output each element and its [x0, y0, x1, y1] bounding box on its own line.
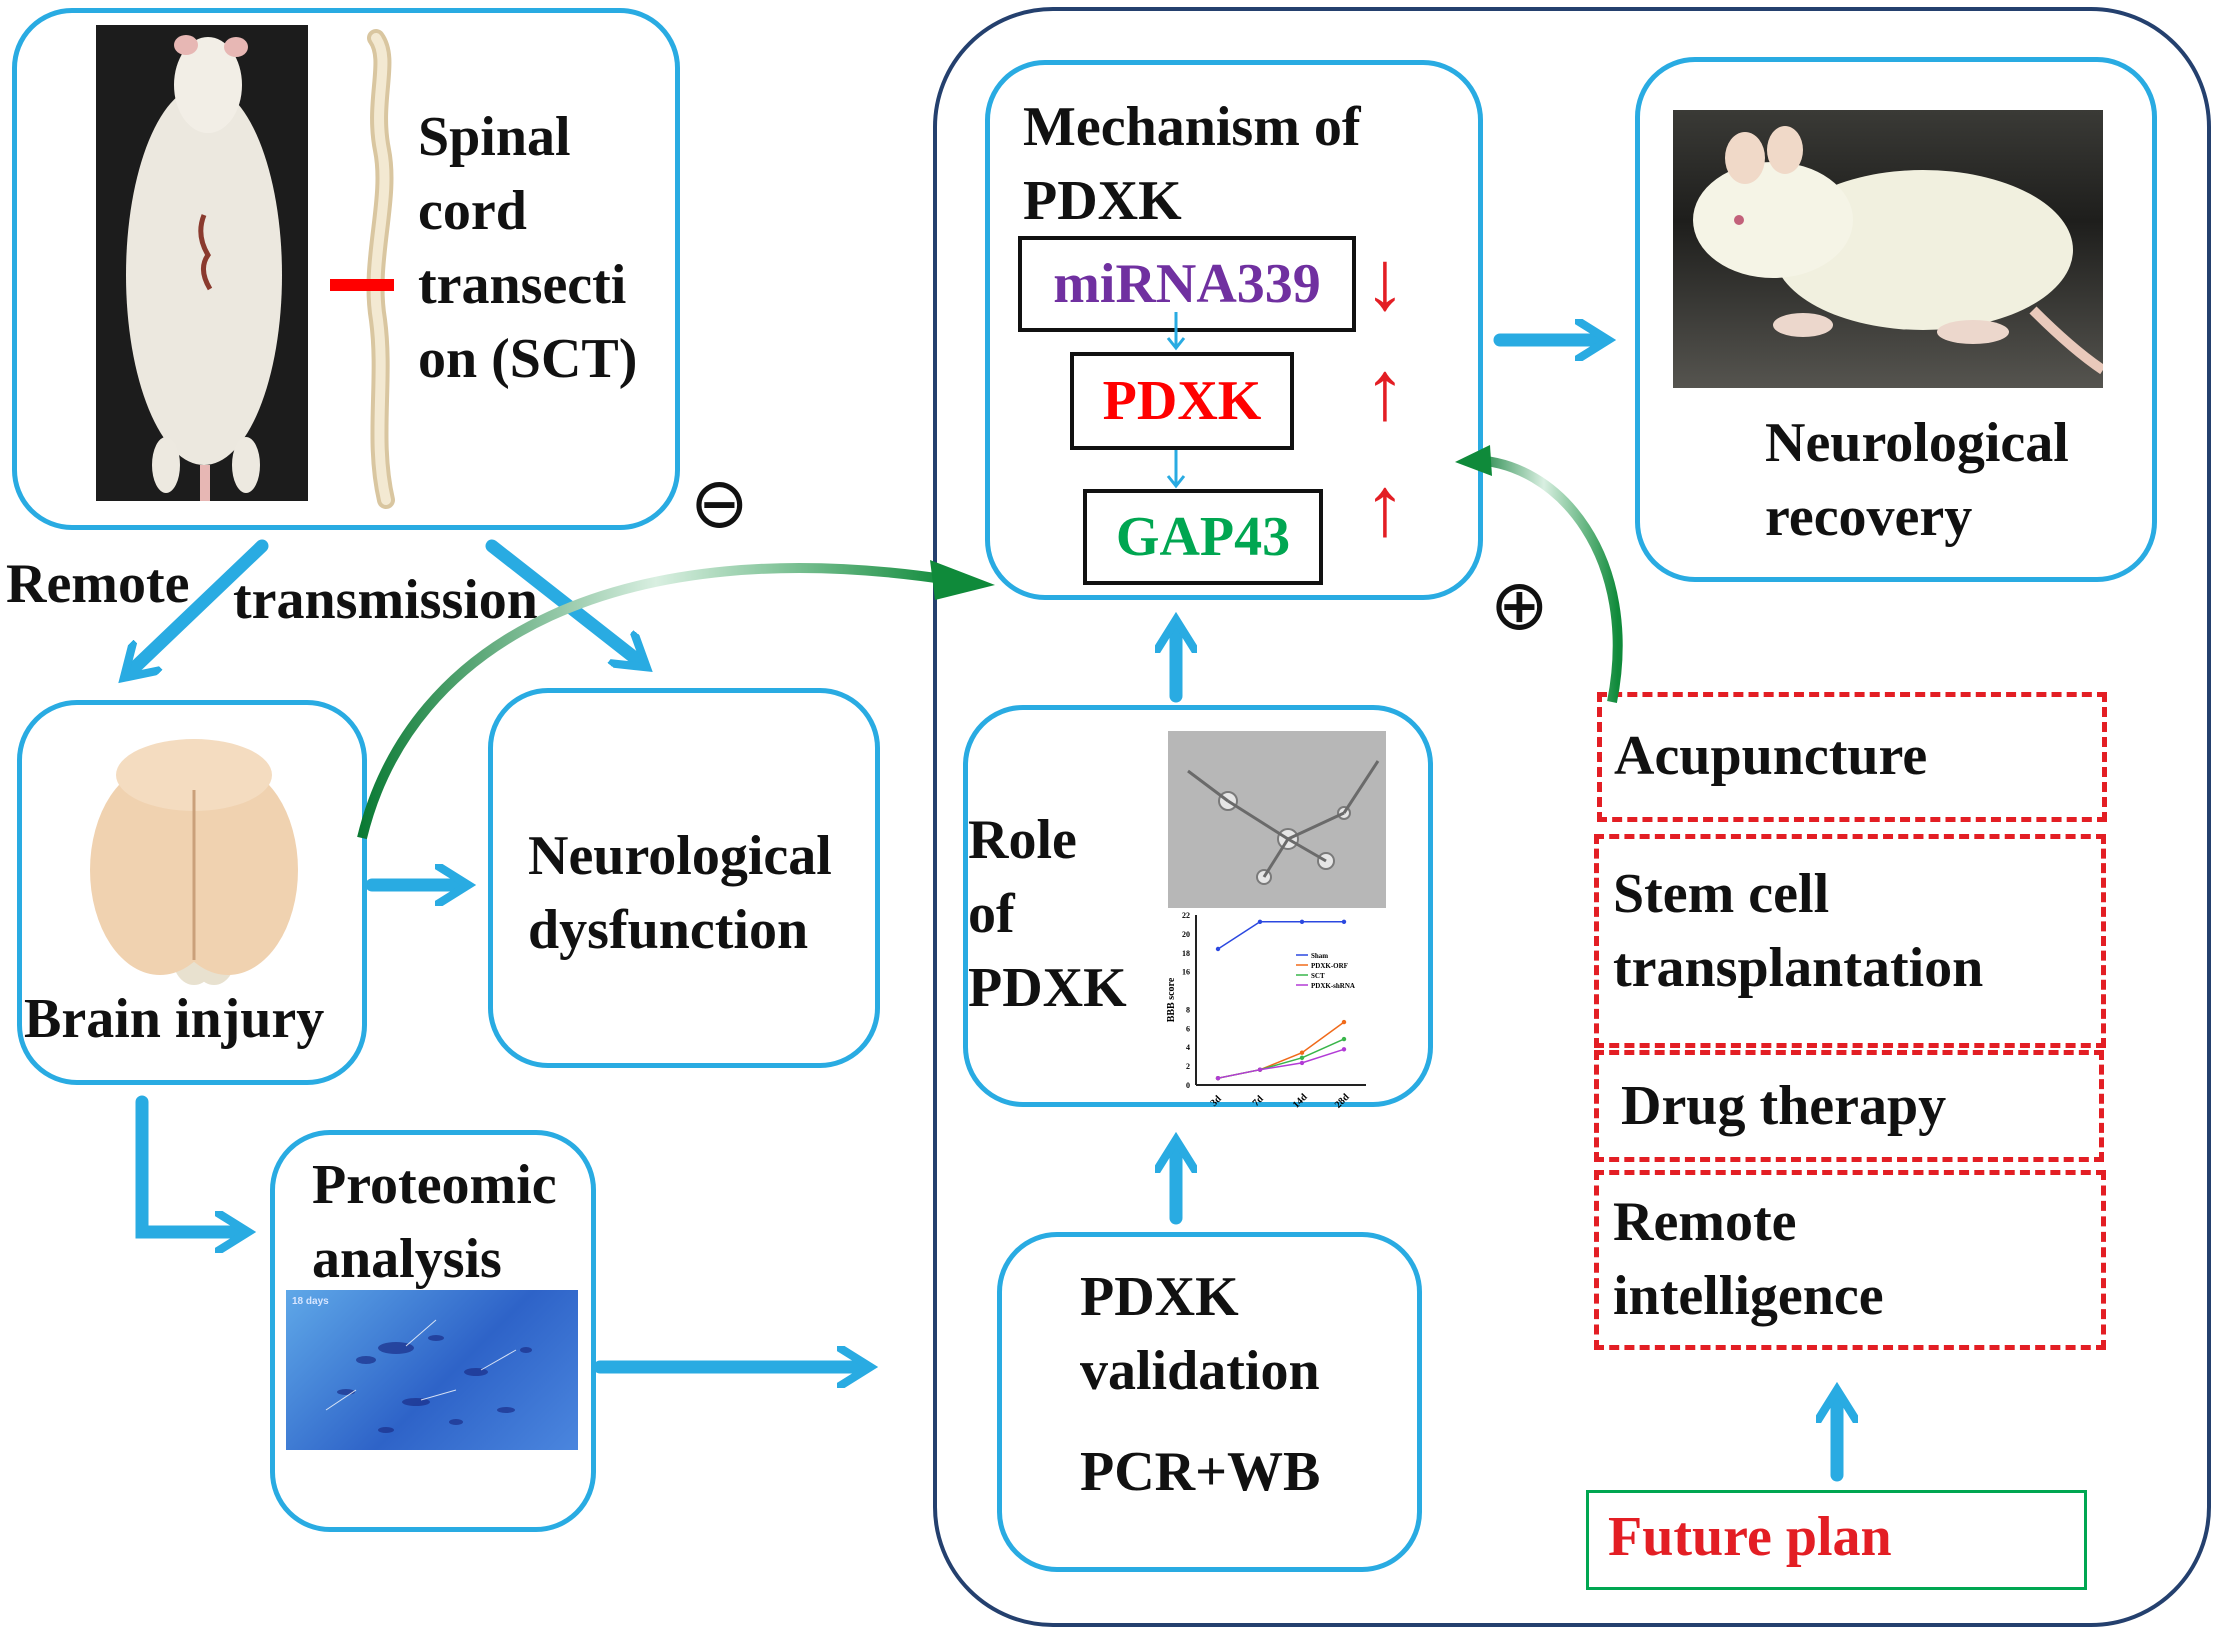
therapy-drug: Drug therapy [1594, 1050, 2104, 1162]
chart-y-tick: 0 [1186, 1081, 1190, 1090]
chart-y-label: BBB score [1166, 977, 1177, 1022]
arrow-brain-to-proteomic [135, 1095, 240, 1232]
chart-point [1299, 1050, 1305, 1055]
pdxk-trend-up-icon: ↑ [1364, 345, 1406, 438]
recovery-label: Neurological recovery [1765, 412, 2069, 548]
chart-y-tick: 6 [1186, 1024, 1190, 1033]
therapy-remote-intelligence-label: Remote intelligence [1613, 1191, 1884, 1327]
chart-y-tick: 22 [1182, 911, 1190, 920]
chart-point [1341, 1036, 1347, 1042]
chart-legend-label: SCT [1311, 972, 1325, 980]
curve-brain-to-mechanism [357, 563, 951, 840]
gap43-chip: GAP43 [1083, 489, 1323, 585]
chart-point [1299, 1055, 1305, 1061]
chart-point [1299, 919, 1305, 924]
rat-sct-photo [96, 25, 308, 501]
mirna339-label: miRNA339 [1053, 253, 1321, 315]
future-plan-box [1586, 1490, 2087, 1590]
chart-point [1299, 1060, 1305, 1066]
validation-label: PDXK validation [1080, 1266, 1320, 1402]
chart-y-tick: 16 [1182, 968, 1190, 977]
chart-y-tick: 2 [1186, 1062, 1190, 1071]
arrow-sct-to-brain [130, 539, 269, 672]
recovered-rat-photo [1673, 110, 2103, 388]
dysfunction-label: Neurological dysfunction [528, 825, 832, 961]
pdxk-label: PDXK [1102, 370, 1262, 432]
sct-label: Spinal cord transecti on (SCT) [418, 106, 638, 390]
gap43-trend-up-icon: ↑ [1364, 461, 1406, 554]
promote-symbol-icon: ⊕ [1490, 564, 1549, 646]
therapy-acupuncture: Acupuncture [1597, 692, 2107, 822]
chart-point [1215, 1076, 1221, 1081]
chart-legend-label: PDXK-ORF [1311, 962, 1348, 970]
therapy-stem-cell-label: Stem cell transplantation [1613, 863, 1984, 999]
therapy-drug-label: Drug therapy [1621, 1075, 1947, 1137]
chart-y-tick: 4 [1186, 1043, 1190, 1052]
chart-point [1257, 1067, 1263, 1072]
chart-y-tick: 20 [1182, 930, 1190, 939]
proteomic-label: Proteomic analysis [312, 1154, 557, 1290]
brain-injury-label: Brain injury [24, 988, 325, 1050]
chart-y-tick: 18 [1182, 949, 1190, 958]
mechanism-title: Mechanism of PDXK [1023, 96, 1361, 232]
chart-series-line [1217, 1048, 1345, 1079]
chart-point [1341, 1047, 1347, 1052]
gel-label: 18 days [292, 1296, 329, 1307]
curve-therapies-to-mechanism [1469, 455, 1623, 703]
chart-point [1257, 919, 1263, 924]
validation-method: PCR+WB [1080, 1441, 1321, 1503]
proteomic-gel-image: 18 days [286, 1290, 578, 1450]
inhibit-symbol-icon: ⊖ [690, 462, 749, 544]
dysfunction-box [488, 688, 880, 1068]
remote-label: Remote [6, 553, 190, 615]
neuron-micrograph [1168, 731, 1386, 908]
validation-box [997, 1232, 1422, 1572]
therapy-stem-cell: Stem cell transplantation [1594, 834, 2106, 1048]
mirna339-chip: miRNA339 [1018, 236, 1356, 332]
chart-point [1341, 1019, 1347, 1025]
chart-y-tick: 8 [1186, 1005, 1190, 1014]
role-label: Role of PDXK [968, 809, 1127, 1019]
pdxk-chip: PDXK [1070, 352, 1294, 450]
transmission-label: transmission [233, 569, 538, 631]
chart-point [1341, 919, 1347, 924]
chart-legend-label: Sham [1311, 952, 1328, 960]
pdxk-study-frame [933, 7, 2211, 1627]
mirna339-trend-down-icon: ↓ [1364, 235, 1406, 328]
gap43-label: GAP43 [1115, 506, 1291, 568]
chart-point [1215, 946, 1221, 952]
therapy-acupuncture-label: Acupuncture [1614, 725, 1928, 787]
future-plan-label: Future plan [1608, 1506, 1892, 1568]
chart-legend-label: PDXK-shRNA [1311, 982, 1355, 990]
therapy-remote-intelligence: Remote intelligence [1594, 1170, 2106, 1350]
chart-series-line [1217, 921, 1344, 950]
